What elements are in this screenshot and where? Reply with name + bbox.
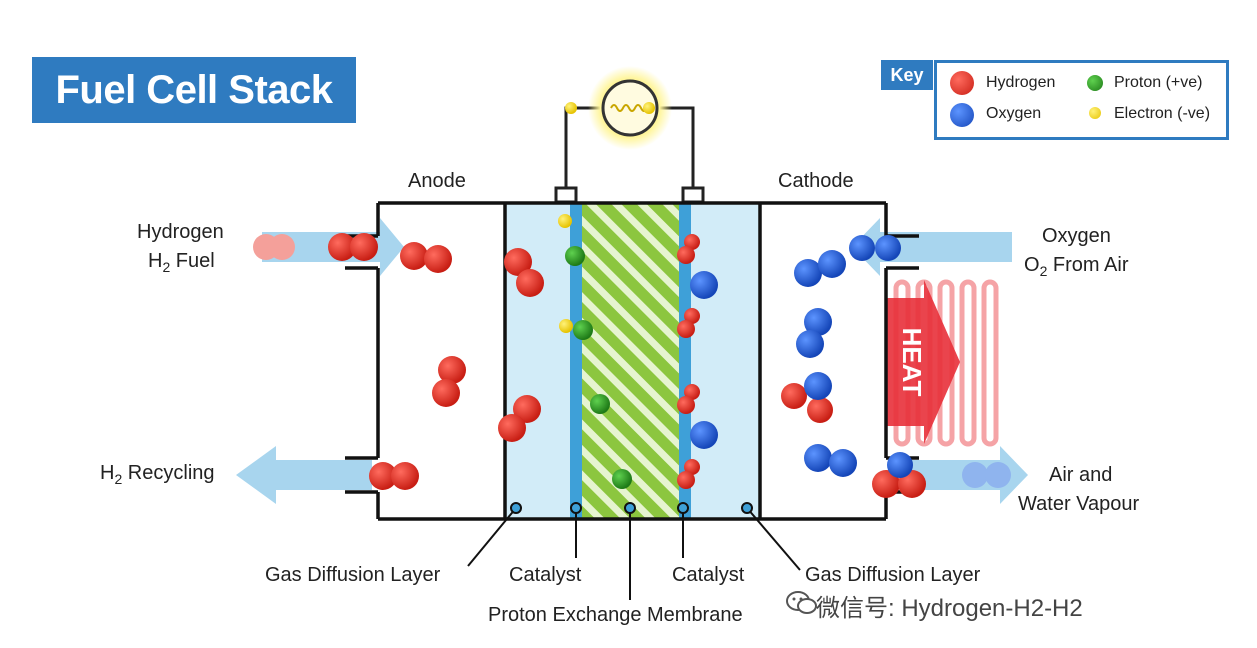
hydrogen-fuel-subscript: 2 xyxy=(162,259,171,275)
proton-key-dot xyxy=(1087,75,1103,91)
oxygen-label-line2: O2 From Air xyxy=(1024,254,1128,279)
gas-diffusion-layer-left-label: Gas Diffusion Layer xyxy=(265,564,441,586)
oxygen-symbol: O xyxy=(1024,254,1040,276)
hydrogen-molecules xyxy=(253,233,926,498)
key-item-oxygen: Oxygen xyxy=(986,105,1042,122)
anode-label: Anode xyxy=(408,170,466,192)
catalyst-left-label: Catalyst xyxy=(509,564,582,586)
oxygen-in-arrow xyxy=(852,218,1012,276)
heat-arrow: HEAT xyxy=(886,280,960,444)
air-out-label-line2: Water Vapour xyxy=(1018,493,1140,515)
hydrogen-fuel-text: Fuel xyxy=(170,250,215,272)
oxygen-subscript: 2 xyxy=(1039,263,1048,279)
protons xyxy=(565,246,632,489)
recycling-arrow xyxy=(236,446,372,504)
cathode-label: Cathode xyxy=(778,170,854,192)
oxygen-label-line1: Oxygen xyxy=(1042,225,1111,247)
cell-body xyxy=(345,201,919,521)
hydrogen-key-dot xyxy=(950,71,974,95)
pointer-lines xyxy=(467,507,801,600)
key-legend xyxy=(934,60,1229,140)
oxygen-molecules xyxy=(690,235,1011,488)
page-title: Fuel Cell Stack xyxy=(32,57,356,123)
oxygen-key-dot xyxy=(950,103,974,127)
air-out-label-line1: Air and xyxy=(1049,464,1113,486)
recycling-label: H2 Recycling xyxy=(100,462,215,487)
heat-label: HEAT xyxy=(897,328,927,397)
gas-diffusion-layer-right-label: Gas Diffusion Layer xyxy=(805,564,981,586)
electrons xyxy=(558,214,573,333)
hydrogen-fuel-label-line2: H2 Fuel xyxy=(148,250,215,275)
pointer-dots xyxy=(510,502,753,514)
electron-key-dot xyxy=(1089,107,1101,119)
key-item-hydrogen: Hydrogen xyxy=(986,74,1056,91)
recycling-text: Recycling xyxy=(122,462,215,484)
recycling-subscript: 2 xyxy=(114,471,123,487)
hydrogen-fuel-label-line1: Hydrogen xyxy=(137,221,224,243)
light-bulb-icon xyxy=(565,66,672,150)
proton-exchange-membrane-label: Proton Exchange Membrane xyxy=(488,604,743,626)
hydrogen-fuel-symbol: H xyxy=(148,250,163,272)
oxygen-text: From Air xyxy=(1047,254,1129,276)
wechat-icon xyxy=(786,591,817,614)
key-item-electron: Electron (-ve) xyxy=(1114,105,1211,122)
recycling-symbol: H xyxy=(100,462,115,484)
key-item-proton: Proton (+ve) xyxy=(1114,74,1203,91)
watermark: 微信号: Hydrogen-H2-H2 xyxy=(816,595,1083,622)
key-title: Key xyxy=(881,60,933,90)
catalyst-right-label: Catalyst xyxy=(672,564,745,586)
